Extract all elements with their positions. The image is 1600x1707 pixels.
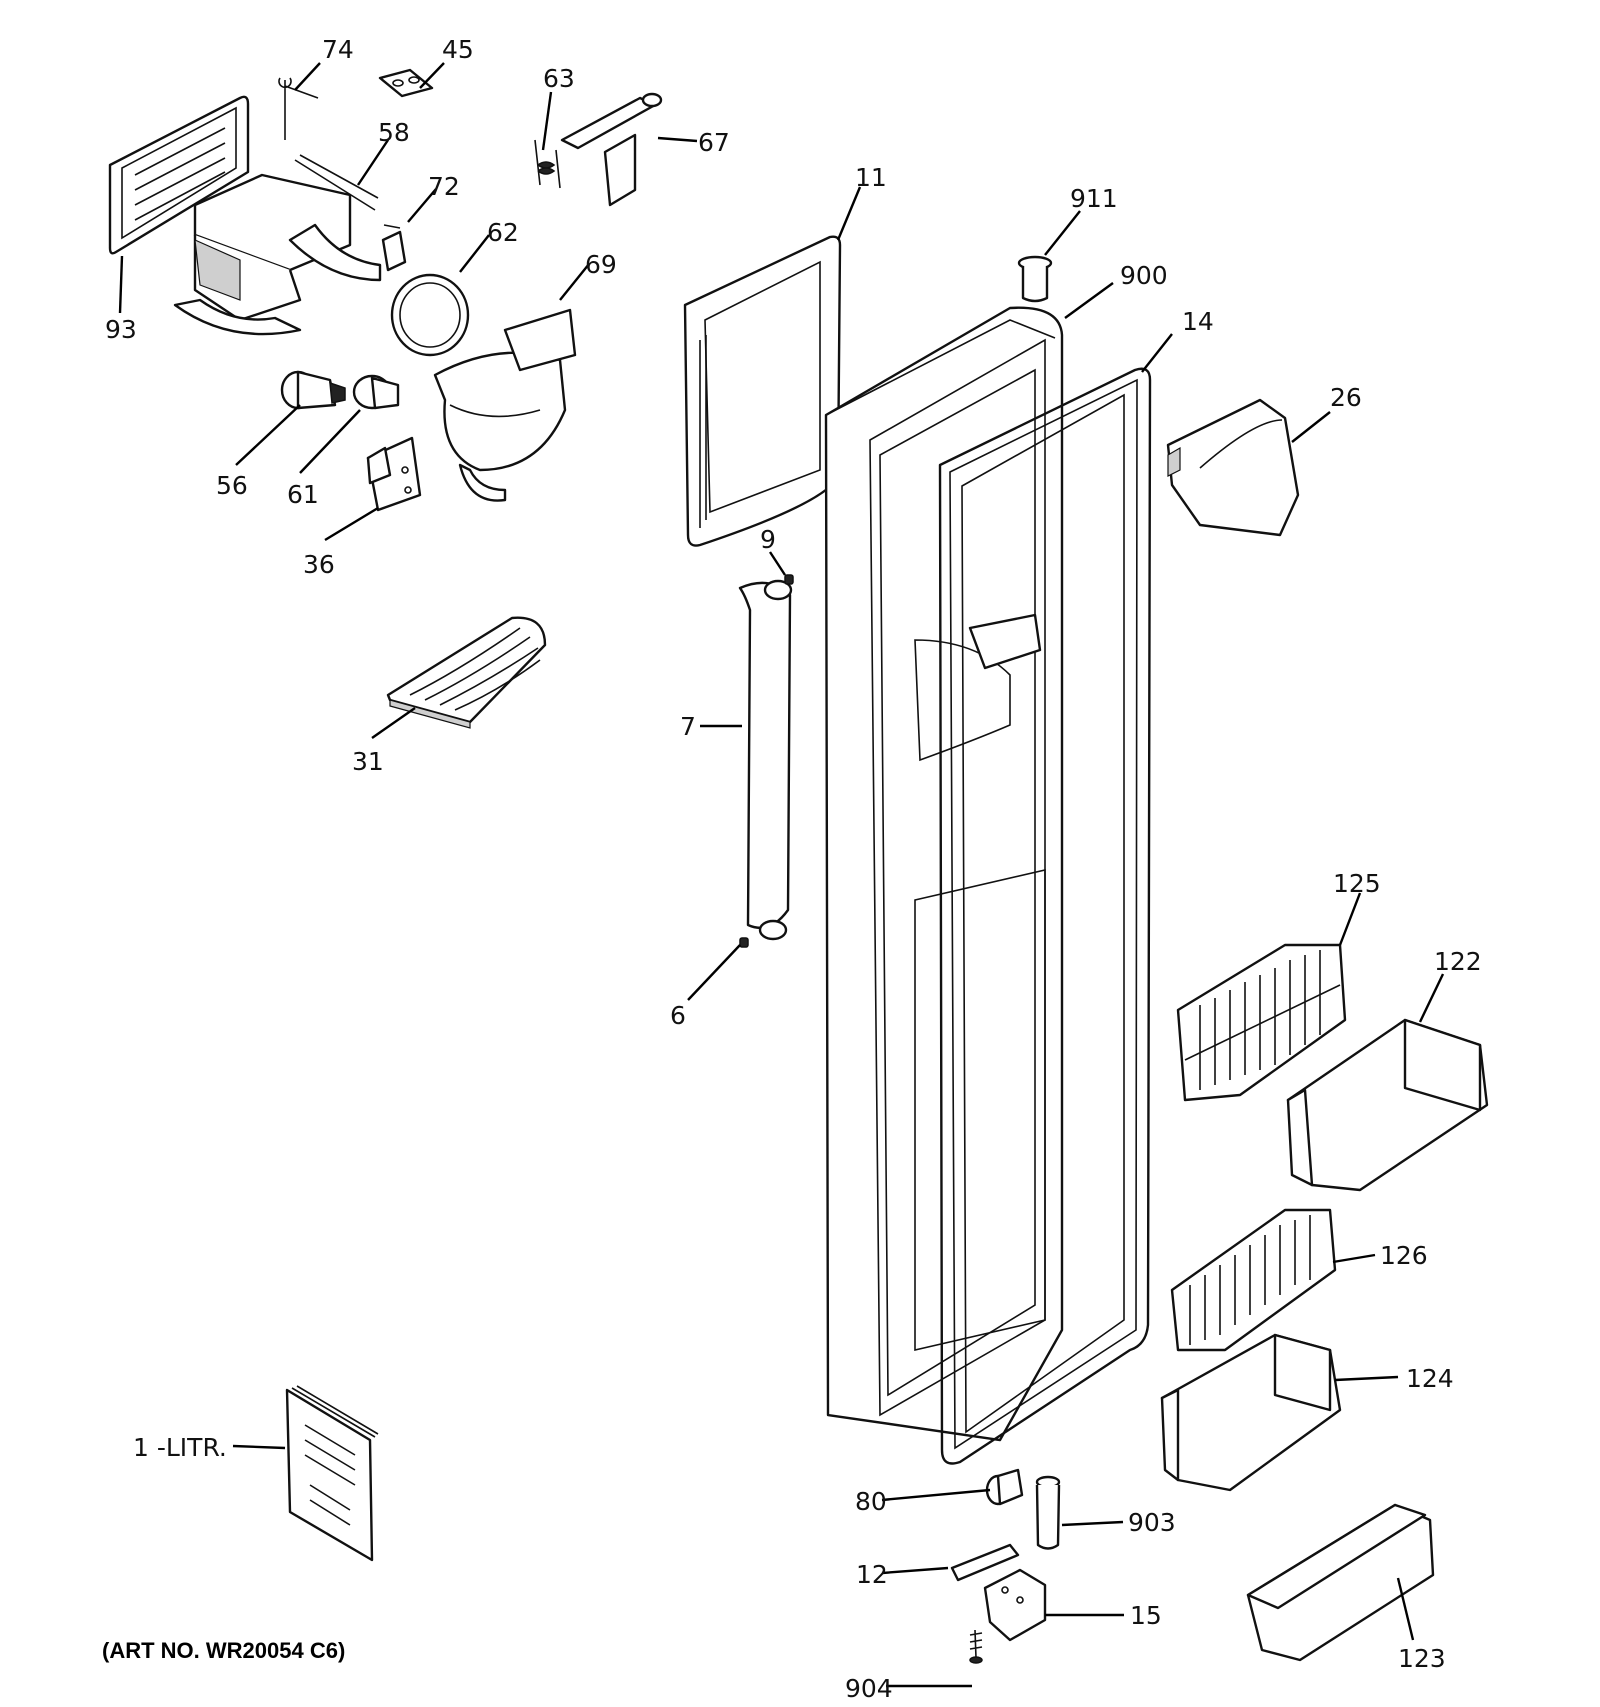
part-903-pin [1035,1475,1061,1550]
callout-904: 904 [845,1674,893,1703]
callout-11: 11 [855,163,887,192]
part-45-bracket [378,68,434,98]
callout-6: 6 [670,1001,686,1030]
part-31-drip-tray [386,616,547,729]
part-69-ice-chute [433,308,577,502]
callout-74: 74 [322,35,354,64]
callout-72: 72 [428,172,460,201]
part-15-hinge [983,1568,1047,1642]
part-56-motor [280,370,346,410]
callout-14: 14 [1182,307,1214,336]
part-61-cam [352,374,400,410]
callout-124: 124 [1406,1364,1454,1393]
callout-900: 900 [1120,261,1168,290]
callout-45: 45 [442,35,474,64]
part-14-gasket [938,367,1152,1465]
part-6-screw [739,937,749,948]
part-62-ring [390,273,470,357]
part-58-dispenser-housing [173,154,382,336]
part-125-wire-rack [1176,943,1347,1102]
callout-63: 63 [543,64,575,93]
callout-123: 123 [1398,1644,1446,1673]
callout-26: 26 [1330,383,1362,412]
callout-67: 67 [698,128,730,157]
callout-labels: 74 45 63 67 58 72 62 69 93 56 61 36 31 1… [102,35,1482,1703]
callout-15: 15 [1130,1601,1162,1630]
part-122-door-bin [1286,1018,1489,1192]
part-9-screw [784,574,794,585]
part-904-screw [969,1629,983,1664]
callout-58: 58 [378,118,410,147]
callout-126: 126 [1380,1241,1428,1270]
part-80-fitting [985,1468,1024,1506]
callout-125: 125 [1333,869,1381,898]
part-124-door-bin [1160,1333,1342,1492]
callout-7: 7 [680,712,696,741]
callout-56: 56 [216,471,248,500]
part-911-cap [1017,255,1053,303]
callout-911: 911 [1070,184,1118,213]
part-126-wire-rack [1170,1208,1337,1352]
callout-80: 80 [855,1487,887,1516]
part-1-literature-manual [285,1385,379,1562]
callout-69: 69 [585,250,617,279]
callout-9: 9 [760,525,776,554]
part-26-bin [1166,398,1300,537]
part-7-handle [738,579,793,941]
part-67-bracket [560,92,663,207]
callout-31: 31 [352,747,384,776]
part-12-bracket [950,1543,1020,1582]
part-11-door-frame [683,235,842,547]
part-93-control-board [108,95,250,255]
part-123-door-bin [1246,1503,1435,1662]
art-number: (ART NO. WR20054 C6) [102,1638,345,1663]
callout-1-litr: 1 -LITR. [133,1433,227,1462]
callout-12: 12 [856,1560,888,1589]
part-72-switch [381,224,407,272]
part-74-spring [278,77,319,140]
callout-61: 61 [287,480,319,509]
part-63-spring [534,139,561,189]
part-36-bracket [366,436,422,512]
part-900-door [824,306,1064,1442]
callout-62: 62 [487,218,519,247]
leader-lines [118,62,1445,1688]
callout-903: 903 [1128,1508,1176,1537]
callout-122: 122 [1434,947,1482,976]
callout-36: 36 [303,550,335,579]
callout-93: 93 [105,315,137,344]
